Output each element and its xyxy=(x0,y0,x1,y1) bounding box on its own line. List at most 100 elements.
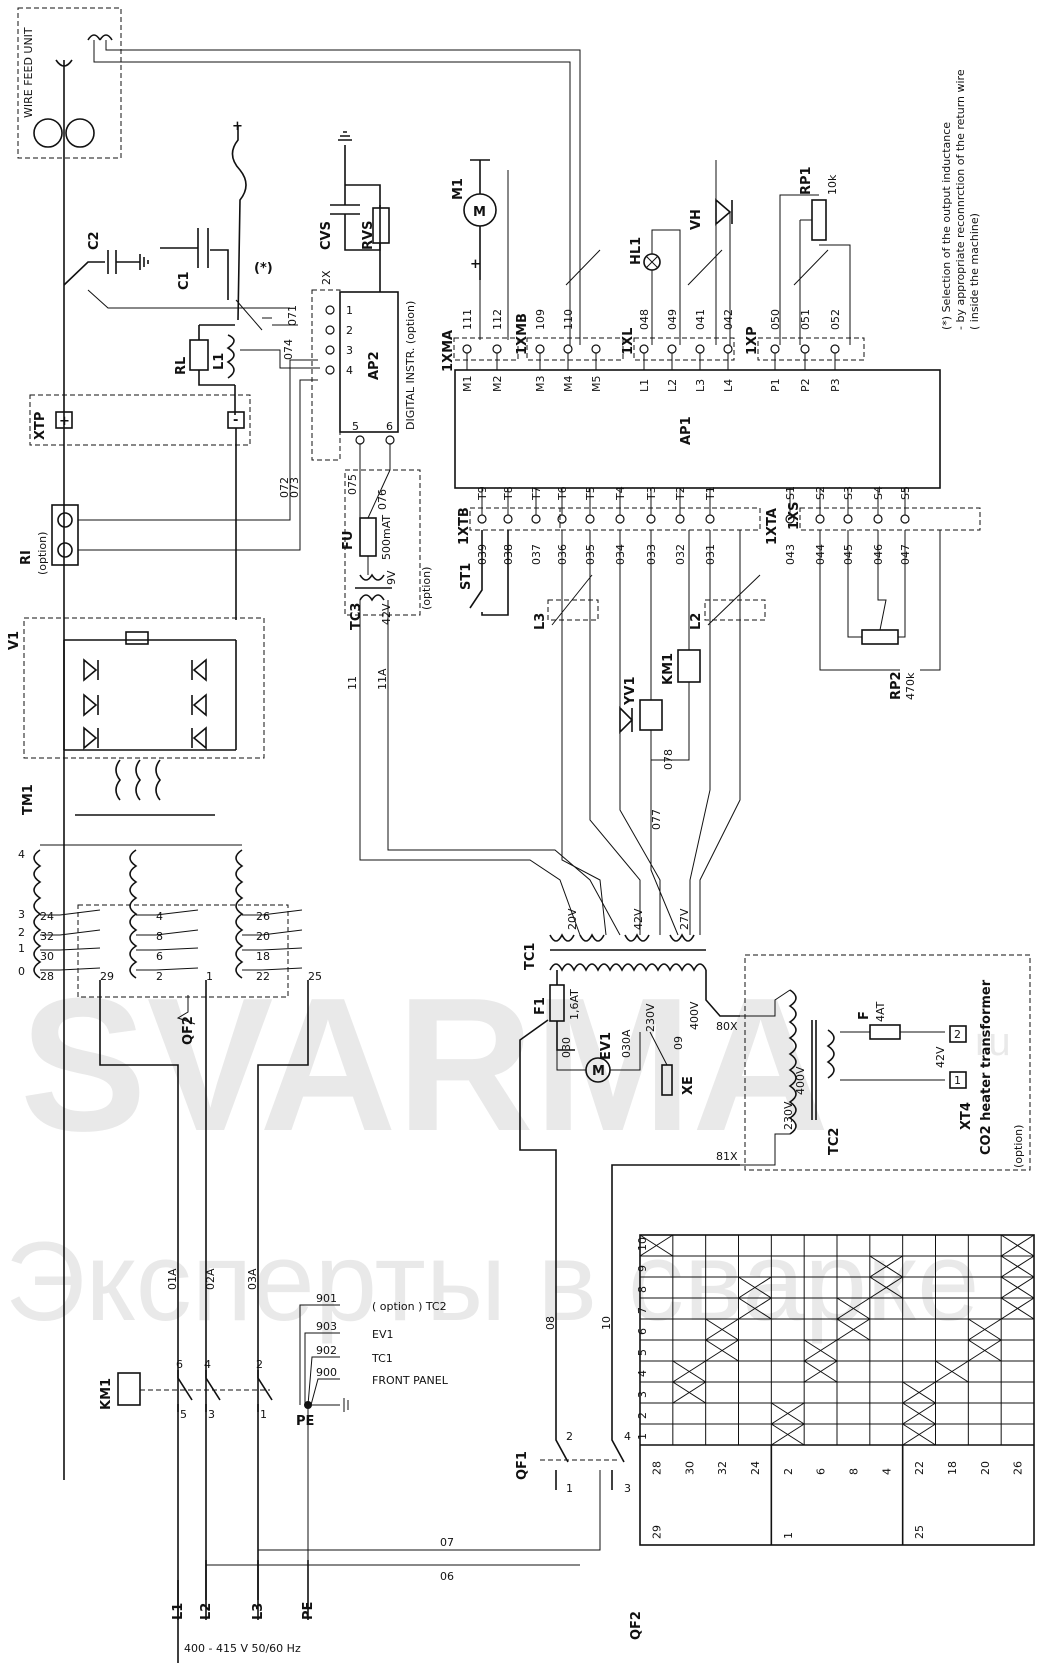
wire-07: 07 xyxy=(440,1536,454,1549)
gnd-tc2: ( option ) TC2 xyxy=(372,1300,447,1313)
ap1-top-pin xyxy=(830,344,840,354)
ev1-wires xyxy=(556,1032,641,1071)
ap1-top-pin xyxy=(800,344,810,354)
cvs-label: CVS xyxy=(319,221,334,250)
f-value: 4AT xyxy=(874,1001,887,1022)
ri-option: (option) xyxy=(36,532,49,575)
wire-076: 076 xyxy=(376,489,389,510)
mains-pe: PE xyxy=(301,1602,316,1620)
gnd-front-panel: FRONT PANEL xyxy=(372,1374,449,1387)
feed-cable-2 xyxy=(105,40,581,345)
v1-label: V1 xyxy=(7,631,22,650)
qf2-tap-25: 25 xyxy=(308,970,322,983)
yv1-label: YV1 xyxy=(623,676,638,706)
v1-rectifier-box xyxy=(23,617,265,759)
ap1-top-pin xyxy=(695,344,705,354)
cvs-ground xyxy=(338,131,352,141)
x81-label: 81X xyxy=(716,1150,738,1163)
rp1-wires xyxy=(779,194,851,345)
ap2-board xyxy=(339,291,399,433)
qf2-tap-22: 22 xyxy=(256,970,270,983)
qf2-table-cross xyxy=(869,1255,903,1278)
wire-feed-unit-label: WIRE FEED UNIT xyxy=(22,27,35,118)
tm1-secondary xyxy=(115,759,162,801)
svg-text:5: 5 xyxy=(180,1408,187,1421)
ap1-top-pin-label: L3 xyxy=(694,379,707,392)
ap1-bottom-pin-label: T4 xyxy=(614,486,627,501)
tm1-tap-2: 2 xyxy=(18,926,25,939)
qf2-tap-32: 32 xyxy=(40,930,54,943)
qf2-tap-header: 26 xyxy=(1012,1461,1025,1475)
ap1-top-pin-label: L1 xyxy=(638,379,651,392)
svg-text:1: 1 xyxy=(346,304,353,317)
qf2-tap-6: 6 xyxy=(156,950,163,963)
qf2-table-cross xyxy=(672,1360,706,1383)
ap1-label: AP1 xyxy=(679,416,694,445)
m1-leads xyxy=(470,159,490,280)
conn-1xta xyxy=(559,507,761,531)
tc2-feed xyxy=(740,989,791,1166)
wire-900: 900 xyxy=(316,1366,337,1379)
ap1-bottom-pin xyxy=(531,514,541,524)
ap1-bottom-pin xyxy=(900,514,910,524)
wire-02A: 02A xyxy=(204,1268,217,1290)
xtp-connector xyxy=(29,394,251,446)
l1-frame xyxy=(198,324,236,415)
tc2-label: TC2 xyxy=(827,1128,842,1155)
top-wire-label: 110 xyxy=(562,309,575,330)
earth-clamp-label: + xyxy=(232,119,243,134)
ap1-bottom-pin xyxy=(646,514,656,524)
qf2-position-label: 5 xyxy=(636,1349,649,1356)
rvs-label: RVS xyxy=(361,221,376,250)
tc3-wires xyxy=(359,444,621,936)
ap1-bottom-pin xyxy=(843,514,853,524)
qf2-table-cross xyxy=(968,1318,1002,1341)
tc2-400v: 400V xyxy=(794,1066,807,1095)
ap1-top-pin-label: L4 xyxy=(722,379,735,392)
tm1-tap-0: 0 xyxy=(18,965,25,978)
wire-901: 901 xyxy=(316,1292,337,1305)
ap1-top-pin xyxy=(591,344,601,354)
xe-label: XE xyxy=(681,1076,696,1095)
ap1-top-pin-label: M3 xyxy=(534,376,547,393)
qf2-table-cross xyxy=(803,1339,838,1362)
top-wire-label: 049 xyxy=(666,309,679,330)
qf2-table-cross xyxy=(902,1381,936,1404)
yv1-valve xyxy=(619,706,634,734)
ap1-top-pin-label: M5 xyxy=(590,376,603,393)
c1-capacitor xyxy=(160,228,209,268)
mains-l2: L2 xyxy=(199,1603,214,1620)
tm1-winding-2 xyxy=(129,849,138,979)
connector-2x xyxy=(311,289,341,461)
ap1-bottom-pin xyxy=(503,514,513,524)
xe-wire xyxy=(649,1031,668,1066)
watermark-suffix: ru xyxy=(975,1020,1011,1064)
km1-bottom-label: KM1 xyxy=(99,1378,114,1410)
qf1-label: QF1 xyxy=(515,1451,530,1480)
rp2-value: 470k xyxy=(904,672,917,700)
ap1-bottom-pin xyxy=(873,514,883,524)
qf2-table-cross xyxy=(771,1423,805,1446)
qf2-tap-header: 8 xyxy=(847,1468,860,1475)
bottom-wire-label: 037 xyxy=(530,544,543,565)
qf2-position-label: 7 xyxy=(636,1307,649,1314)
vh-label: VH xyxy=(689,209,704,230)
pe-node-label: PE xyxy=(296,1414,314,1429)
rl-resistor xyxy=(189,339,209,371)
tm1-label: TM1 xyxy=(21,784,36,815)
m1-m: M xyxy=(473,205,486,220)
wire-11: 030A xyxy=(620,1029,633,1058)
qf2-tap-header: 20 xyxy=(979,1461,992,1475)
note-mark: (*) xyxy=(254,261,273,276)
svg-text:3: 3 xyxy=(208,1408,215,1421)
v1-varistor xyxy=(125,631,149,645)
qf2-table-cross xyxy=(803,1360,838,1383)
rp1-pot xyxy=(811,199,827,241)
km1-coil xyxy=(117,1372,141,1406)
conn-1xp xyxy=(757,337,865,361)
c2-capacitor xyxy=(107,250,149,274)
km1-contacts xyxy=(177,1370,273,1412)
tc3-option: (option) xyxy=(420,567,433,610)
x80-label: 80X xyxy=(716,1020,738,1033)
